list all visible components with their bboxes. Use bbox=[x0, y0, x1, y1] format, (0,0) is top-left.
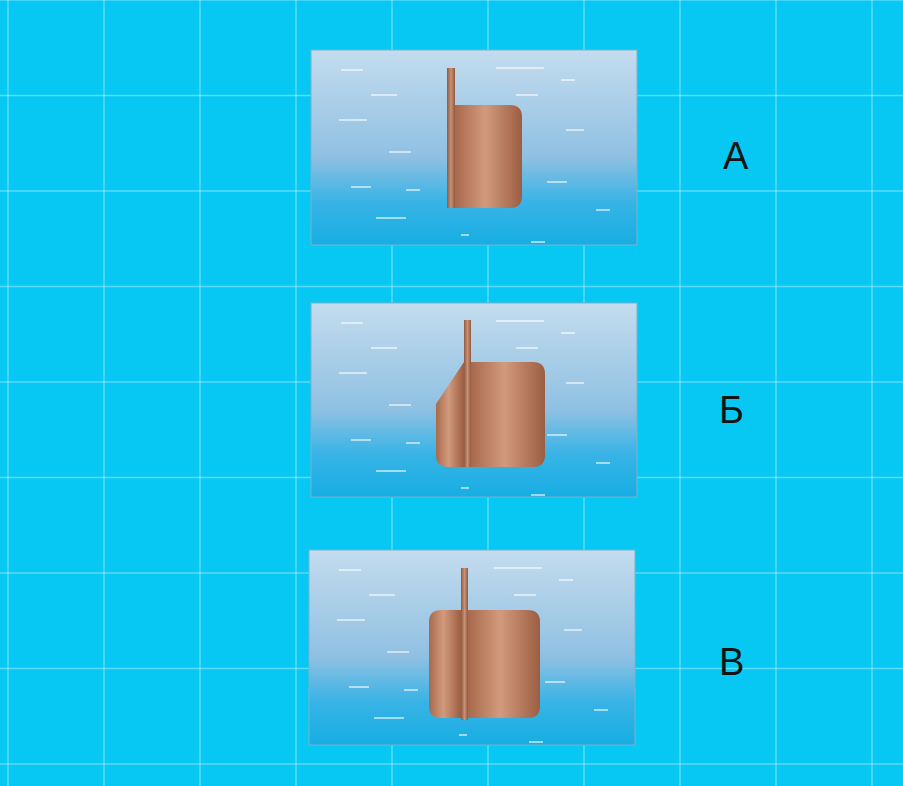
ripple bbox=[339, 119, 367, 121]
tank-b bbox=[311, 303, 637, 497]
ripple bbox=[341, 322, 363, 324]
ripple bbox=[339, 372, 367, 374]
ripple bbox=[371, 94, 397, 96]
ripple bbox=[531, 241, 545, 243]
grid-line bbox=[0, 286, 903, 288]
variant-letter: В bbox=[719, 643, 744, 681]
ripple bbox=[371, 347, 397, 349]
ripple bbox=[369, 594, 395, 596]
ripple bbox=[349, 686, 369, 688]
ripple bbox=[389, 151, 411, 153]
variant-letter: Б bbox=[719, 391, 744, 429]
ripple bbox=[564, 629, 582, 631]
ripple bbox=[596, 209, 610, 211]
variant-letter: А bbox=[723, 137, 748, 175]
ripple bbox=[529, 741, 543, 743]
ripple bbox=[461, 487, 469, 489]
ripple bbox=[376, 470, 406, 472]
ripple bbox=[547, 434, 567, 436]
ripple bbox=[561, 79, 575, 81]
ripple bbox=[341, 69, 363, 71]
ripple bbox=[351, 186, 371, 188]
ripple bbox=[374, 717, 404, 719]
tank-a bbox=[311, 50, 637, 245]
grid-line bbox=[0, 0, 903, 1]
ripple bbox=[496, 67, 544, 69]
ripple bbox=[496, 320, 544, 322]
ripple bbox=[516, 94, 538, 96]
ripple bbox=[545, 681, 565, 683]
ripple bbox=[547, 181, 567, 183]
ripple bbox=[494, 567, 542, 569]
ripple bbox=[514, 594, 536, 596]
ripple bbox=[516, 347, 538, 349]
ripple bbox=[351, 439, 371, 441]
ripple bbox=[406, 442, 420, 444]
ripple bbox=[389, 404, 411, 406]
grid-line bbox=[0, 763, 903, 765]
ripple bbox=[594, 709, 608, 711]
ripple bbox=[376, 217, 406, 219]
tank-c bbox=[309, 550, 635, 745]
ripple bbox=[561, 332, 575, 334]
ripple bbox=[404, 689, 418, 691]
ripple bbox=[566, 129, 584, 131]
ripple bbox=[339, 569, 361, 571]
ripple bbox=[406, 189, 420, 191]
ripple bbox=[531, 494, 545, 496]
ripple bbox=[461, 234, 469, 236]
ripple bbox=[459, 734, 467, 736]
ripple bbox=[596, 462, 610, 464]
ripple bbox=[559, 579, 573, 581]
ripple bbox=[566, 382, 584, 384]
ripple bbox=[337, 619, 365, 621]
ripple bbox=[387, 651, 409, 653]
